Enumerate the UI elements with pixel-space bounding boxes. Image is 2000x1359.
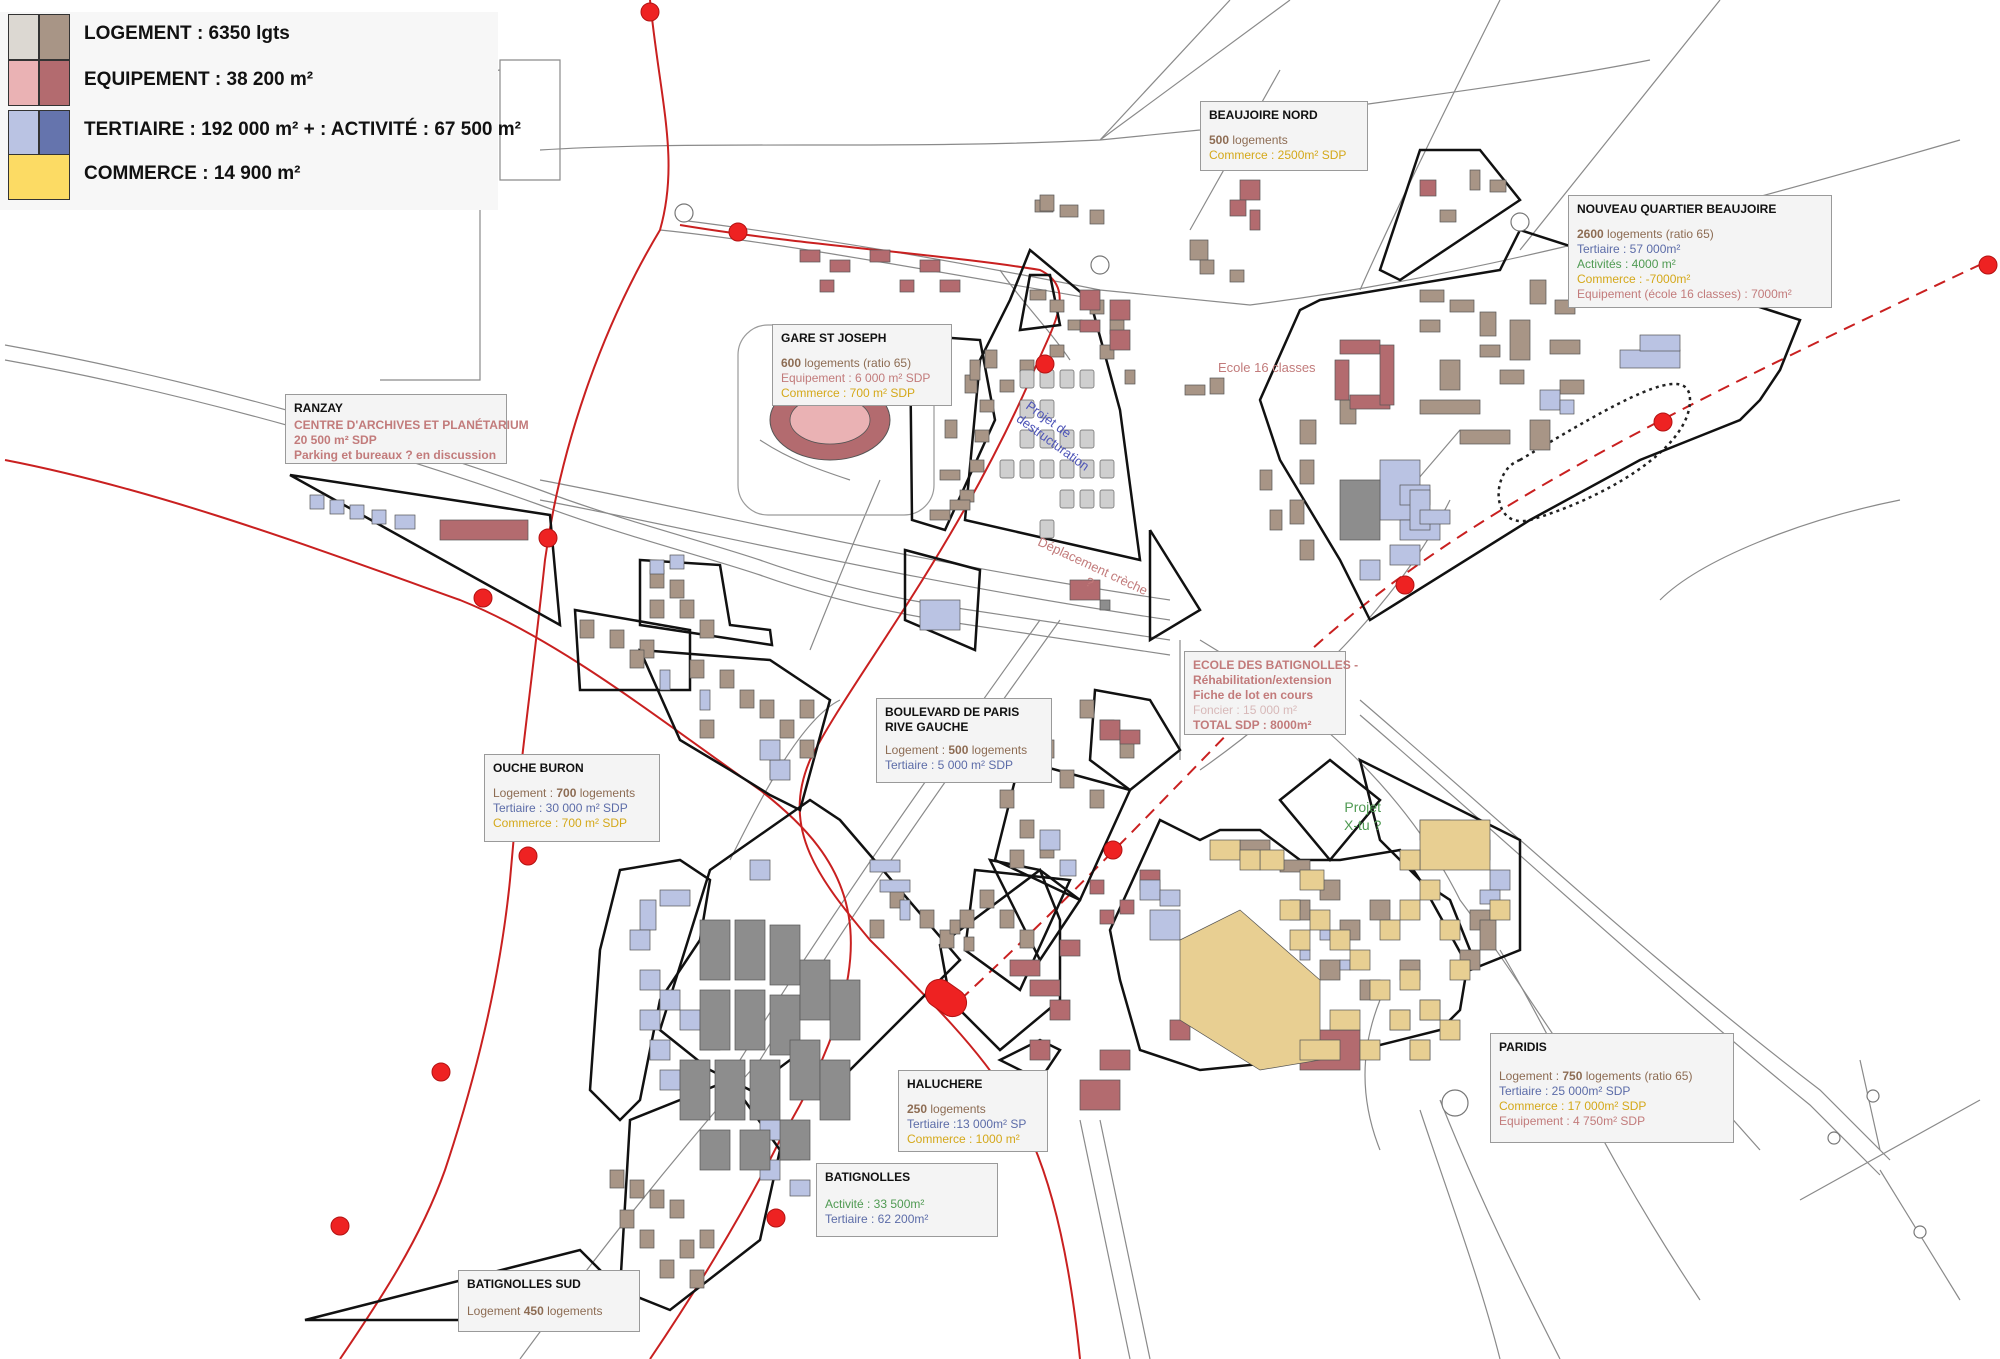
road-network (4, 0, 1981, 1359)
swatch-logement-dark (39, 14, 70, 60)
box-line: Tertiaire : 62 200m² (825, 1212, 929, 1226)
box-batignolles-sud: BATIGNOLLES SUD Logement 450 logements (458, 1270, 640, 1332)
dotted-loop (1497, 382, 1692, 523)
box-line: 600 logements (ratio 65) (781, 356, 912, 370)
box-line: 20 500 m² SDP (294, 433, 377, 447)
box-line: ECOLE DES BATIGNOLLES - (1193, 658, 1359, 672)
box-line: Activités : 4000 m² (1577, 257, 1676, 271)
box-line: TOTAL SDP : 8000m² (1193, 718, 1312, 732)
box-line: 2600 logements (ratio 65) (1577, 227, 1714, 241)
box-paridis: PARIDIS Logement : 750 logements (ratio … (1490, 1033, 1734, 1143)
swatch-tertiaire-dark (39, 110, 70, 156)
box-ranzay: RANZAY CENTRE D'ARCHIVES ET PLANÉTARIUM … (285, 394, 529, 464)
swatch-logement-light (8, 14, 39, 60)
activite-buildings (679, 479, 1381, 1171)
box-ouche-buron: OUCHE BURON Logement : 700 logements Ter… (484, 754, 660, 842)
box-line: Parking et bureaux ? en discussion (294, 448, 497, 462)
box-line: Commerce : -7000m² (1577, 272, 1691, 286)
box-title: GARE ST JOSEPH (781, 331, 887, 345)
legend: LOGEMENT : 6350 lgts EQUIPEMENT : 38 200… (0, 12, 521, 210)
box-ecole-batignolles: ECOLE DES BATIGNOLLES - Réhabilitation/e… (1184, 651, 1359, 735)
box-title: PARIDIS (1499, 1040, 1547, 1054)
box-haluchere: HALUCHERE 250 logements Tertiaire :13 00… (898, 1070, 1048, 1152)
box-title: HALUCHERE (907, 1077, 983, 1091)
box-title: RANZAY (294, 401, 343, 415)
box-line: Tertiaire : 25 000m² SDP (1499, 1084, 1631, 1098)
box-line: Tertiaire : 57 000m² (1577, 242, 1681, 256)
box-title: NOUVEAU QUARTIER BEAUJOIRE (1577, 202, 1777, 216)
box-line: Réhabilitation/extension (1193, 673, 1332, 687)
box-line: 250 logements (907, 1102, 986, 1116)
swatch-tertiaire-light (8, 110, 39, 156)
box-title: BEAUJOIRE NORD (1209, 108, 1318, 122)
label-projet-xtu: Projet X-tu ? (1344, 799, 1382, 833)
swatch-commerce (8, 154, 70, 200)
legend-label: LOGEMENT : 6350 lgts (84, 23, 290, 44)
box-line: Logement : 500 logements (885, 743, 1028, 757)
box-line: Logement 450 logements (467, 1304, 603, 1318)
box-line: Commerce : 700 m² SDP (493, 816, 628, 830)
swatch-equipement-dark (39, 60, 70, 106)
commerce-buildings (1179, 819, 1511, 1071)
box-title: BATIGNOLLES (825, 1170, 911, 1184)
box-line: Fiche de lot en cours (1193, 688, 1314, 702)
tram-stations (330, 2, 1998, 1236)
box-line: Commerce : 1000 m² (907, 1132, 1020, 1146)
legend-label: TERTIAIRE : 192 000 m² + : ACTIVITÉ : 67… (84, 119, 521, 140)
box-line: Logement : 750 logements (ratio 65) (1499, 1069, 1693, 1083)
box-line: Tertiaire : 5 000 m² SDP (885, 758, 1014, 772)
swatch-equipement-light (8, 60, 39, 106)
box-title: OUCHE BURON (493, 761, 584, 775)
roundabouts (674, 203, 1927, 1239)
legend-label: COMMERCE : 14 900 m² (84, 163, 301, 184)
box-nouveau-quartier-beaujoire: NOUVEAU QUARTIER BEAUJOIRE 2600 logement… (1568, 195, 1832, 308)
box-line: Foncier : 15 000 m² (1193, 703, 1298, 717)
box-line: 500 logements (1209, 133, 1288, 147)
tram-extension-dashed (959, 259, 1991, 1001)
box-line: Commerce : 2500m² SDP (1209, 148, 1347, 162)
box-line: Tertiaire :13 000m² SP (907, 1117, 1027, 1131)
parking-shapes (999, 369, 1115, 539)
box-line: Activité : 33 500m² (825, 1197, 925, 1211)
box-line: Logement : 700 logements (493, 786, 636, 800)
box-title: BOULEVARD DE PARIS RIVE GAUCHE (885, 705, 1020, 734)
box-title: BATIGNOLLES SUD (467, 1277, 581, 1291)
box-line: Tertiaire : 30 000 m² SDP (493, 801, 628, 815)
box-gare-st-joseph: GARE ST JOSEPH 600 logements (ratio 65) … (772, 324, 952, 406)
box-boulevard-de-paris: BOULEVARD DE PARIS RIVE GAUCHE Logement … (876, 698, 1052, 783)
box-line: Equipement : 6 000 m² SDP (781, 371, 931, 385)
box-line: Commerce : 17 000m² SDP (1499, 1099, 1647, 1113)
box-batignolles: BATIGNOLLES Activité : 33 500m² Tertiair… (816, 1163, 998, 1237)
box-line: Commerce : 700 m² SDP (781, 386, 916, 400)
box-line: Equipement : 4 750m² SDP (1499, 1114, 1646, 1128)
box-beaujoire-nord: BEAUJOIRE NORD 500 logements Commerce : … (1200, 101, 1368, 171)
box-line: CENTRE D'ARCHIVES ET PLANÉTARIUM (294, 418, 529, 432)
legend-label: EQUIPEMENT : 38 200 m² (84, 69, 314, 90)
box-line: Equipement (école 16 classes) : 7000m² (1577, 287, 1792, 301)
label-ecole-16-classes: Ecole 16 classes (1218, 360, 1316, 375)
